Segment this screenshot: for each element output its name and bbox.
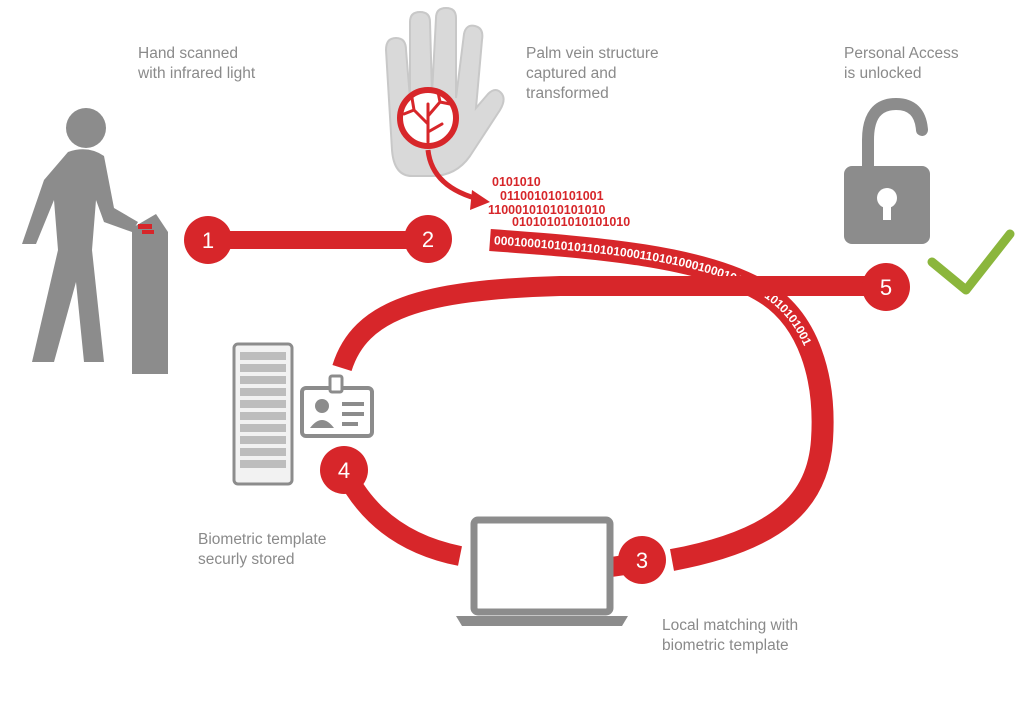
binary-line-1: 0101010 bbox=[492, 175, 541, 189]
step-2-number: 2 bbox=[422, 227, 434, 252]
palm-vein-icon bbox=[397, 87, 459, 149]
flow-band-laptop-4 bbox=[337, 469, 463, 566]
step-4-marker: 4 bbox=[320, 446, 368, 494]
step-5-number: 5 bbox=[880, 275, 892, 300]
step-3-number: 3 bbox=[636, 548, 648, 573]
step-4-caption: Biometric template securly stored bbox=[198, 531, 327, 568]
step-4-number: 4 bbox=[338, 458, 350, 483]
step-3-caption: Local matching with biometric template bbox=[662, 617, 799, 654]
flow-band-4-5 bbox=[332, 276, 870, 372]
binary-line-2: 011001010101001 bbox=[500, 189, 604, 203]
step-1-number: 1 bbox=[202, 228, 214, 253]
step-5-marker: 5 bbox=[862, 263, 910, 311]
checkmark-icon bbox=[927, 229, 1015, 295]
person-icon bbox=[22, 108, 138, 362]
step-2-caption: Palm vein structure captured and transfo… bbox=[526, 45, 659, 102]
step-5-caption: Personal Access is unlocked bbox=[844, 45, 959, 82]
padlock-open-icon bbox=[844, 97, 930, 244]
step-1-caption: Hand scanned with infrared light bbox=[138, 45, 256, 82]
binary-line-3: 11000101010101010 bbox=[488, 203, 606, 217]
laptop-icon bbox=[456, 516, 628, 626]
binary-line-4: 01010101010101010 bbox=[512, 215, 630, 229]
step-2-marker: 2 bbox=[404, 215, 452, 263]
step-3-marker: 3 bbox=[618, 536, 666, 584]
scanner-kiosk-icon bbox=[132, 214, 168, 374]
server-rack-icon bbox=[232, 342, 294, 486]
step-1-marker: 1 bbox=[184, 216, 232, 264]
id-card-icon bbox=[300, 374, 374, 438]
